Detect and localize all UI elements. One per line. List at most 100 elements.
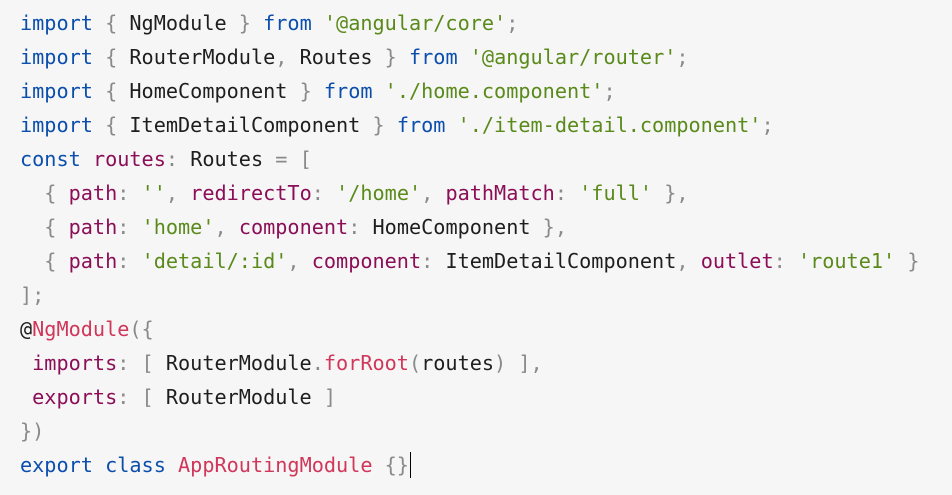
code-token-punctuation: ({: [129, 317, 154, 341]
code-token-keyword: const: [20, 147, 81, 171]
code-token-punctuation: ];: [20, 283, 45, 307]
code-token-punctuation: ,: [287, 249, 312, 273]
code-line[interactable]: imports: [ RouterModule.forRoot(routes) …: [0, 346, 952, 380]
code-token-punctuation: :: [117, 181, 142, 205]
code-token-keyword: export: [20, 453, 93, 477]
code-token-property: path: [68, 215, 118, 239]
code-token-punctuation: :: [773, 249, 798, 273]
code-token-keyword: import: [20, 79, 93, 103]
code-token-identifier: RouterModule: [165, 385, 312, 409]
code-token-punctuation: },: [652, 181, 689, 205]
code-token-keyword: from: [323, 79, 373, 103]
code-token-punctuation: (: [408, 351, 422, 375]
code-token-punctuation: .: [311, 351, 324, 375]
code-token-property: routes: [92, 147, 166, 171]
code-line[interactable]: import { RouterModule, Routes } from '@a…: [0, 40, 952, 74]
code-token-string: 'full': [579, 181, 653, 205]
code-token-punctuation: :: [554, 181, 580, 205]
code-token-property: exports: [32, 385, 118, 409]
code-token-identifier: [81, 147, 93, 171]
code-line[interactable]: { path: 'detail/:id', component: ItemDet…: [0, 244, 952, 278]
code-token-punctuation: : [: [117, 351, 166, 375]
code-token-keyword: import: [20, 11, 93, 35]
code-token-punctuation: {: [20, 215, 69, 239]
code-line[interactable]: import { HomeComponent } from './home.co…: [0, 74, 952, 108]
code-token-identifier: RouterModule: [129, 45, 276, 69]
code-token-function: AppRoutingModule: [178, 453, 373, 477]
code-token-punctuation: {: [20, 181, 69, 205]
code-token-punctuation: ;: [676, 45, 689, 69]
code-line[interactable]: { path: 'home', component: HomeComponent…: [0, 210, 952, 244]
code-token-function: forRoot: [323, 351, 409, 375]
code-token-punctuation: :: [421, 249, 446, 273]
code-token-identifier: @: [20, 317, 33, 341]
code-token-identifier: ItemDetailComponent: [129, 113, 361, 137]
code-token-punctuation: {: [20, 249, 69, 273]
code-token-keyword: import: [20, 45, 93, 69]
code-token-punctuation: }: [372, 45, 409, 69]
code-token-string: '': [141, 181, 166, 205]
code-token-punctuation: ,: [275, 45, 300, 69]
code-token-punctuation: {: [92, 11, 130, 35]
code-token-identifier: NgModule: [129, 11, 227, 35]
code-token-punctuation: ,: [676, 249, 701, 273]
code-token-identifier: [20, 351, 32, 375]
code-token-punctuation: = [: [263, 147, 312, 171]
code-token-property: redirectTo: [190, 181, 312, 205]
code-token-punctuation: ;: [506, 11, 519, 35]
code-token-punctuation: : [: [117, 385, 166, 409]
code-token-identifier: [458, 45, 470, 69]
code-token-punctuation: ,: [165, 181, 191, 205]
code-token-property: path: [68, 249, 118, 273]
code-token-keyword: from: [263, 11, 312, 35]
code-token-function: NgModule: [32, 317, 130, 341]
code-line[interactable]: import { NgModule } from '@angular/core'…: [0, 6, 952, 40]
code-token-property: pathMatch: [445, 181, 555, 205]
code-token-property: outlet: [700, 249, 774, 273]
code-line[interactable]: { path: '', redirectTo: '/home', pathMat…: [0, 176, 952, 210]
code-token-property: imports: [32, 351, 118, 375]
code-line[interactable]: export class AppRoutingModule {}: [0, 448, 952, 482]
code-token-punctuation: :: [348, 215, 373, 239]
code-token-punctuation: :: [117, 249, 142, 273]
code-token-identifier: ItemDetailComponent: [445, 249, 677, 273]
code-token-punctuation: :: [117, 215, 142, 239]
code-token-identifier: RouterModule: [165, 351, 312, 375]
text-cursor: [409, 452, 411, 478]
code-token-punctuation: }: [226, 11, 264, 35]
code-token-keyword: import: [20, 113, 93, 137]
code-token-identifier: HomeComponent: [372, 215, 531, 239]
code-line[interactable]: @NgModule({: [0, 312, 952, 346]
code-line[interactable]: ];: [0, 278, 952, 312]
code-token-property: path: [68, 181, 118, 205]
code-token-punctuation: }: [287, 79, 324, 103]
code-token-punctuation: {: [92, 45, 130, 69]
code-line[interactable]: }): [0, 414, 952, 448]
code-token-property: component: [311, 249, 422, 273]
code-token-punctuation: :: [311, 181, 337, 205]
code-token-identifier: Routes: [190, 147, 264, 171]
code-token-punctuation: ) ],: [494, 351, 543, 375]
code-token-punctuation: ,: [421, 181, 446, 205]
code-token-identifier: [373, 79, 385, 103]
code-token-keyword: from: [408, 45, 458, 69]
code-token-punctuation: {}: [372, 453, 409, 477]
code-token-punctuation: }: [895, 249, 920, 273]
code-token-identifier: [20, 385, 32, 409]
code-token-identifier: routes: [421, 351, 495, 375]
code-token-string: '@angular/router': [469, 45, 677, 69]
code-line[interactable]: exports: [ RouterModule ]: [0, 380, 952, 414]
code-line[interactable]: import { ItemDetailComponent } from './i…: [0, 108, 952, 142]
code-token-string: './item-detail.component': [457, 113, 762, 137]
code-token-punctuation: ;: [603, 79, 616, 103]
code-token-string: 'route1': [797, 249, 896, 273]
code-token-punctuation: ,: [214, 215, 239, 239]
code-token-identifier: [312, 11, 324, 35]
code-token-identifier: HomeComponent: [129, 79, 288, 103]
code-token-punctuation: }): [20, 419, 45, 443]
code-token-string: 'home': [141, 215, 215, 239]
code-token-punctuation: ;: [761, 113, 774, 137]
code-token-keyword: from: [396, 113, 446, 137]
code-line[interactable]: const routes: Routes = [: [0, 142, 952, 176]
